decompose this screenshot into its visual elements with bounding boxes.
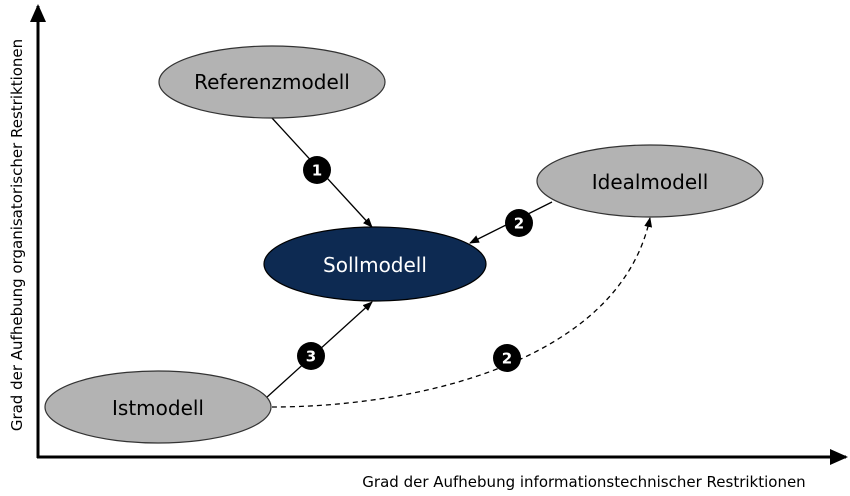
svg-text:2: 2: [502, 350, 512, 368]
idealmodell-ellipse: [536, 144, 764, 218]
sollmodell-label: Sollmodell: [323, 253, 427, 277]
sollmodell-ellipse: [263, 226, 487, 302]
idealmodell-label: Idealmodell: [592, 170, 709, 194]
node-sollmodell: Sollmodell: [263, 226, 487, 302]
svg-text:2: 2: [514, 215, 524, 233]
svg-text:3: 3: [306, 348, 316, 366]
y-axis-label: Grad der Aufhebung organisatorischer Res…: [8, 39, 26, 431]
x-axis-label: Grad der Aufhebung informationstechnisch…: [362, 473, 805, 491]
istmodell-label: Istmodell: [112, 396, 204, 420]
badge-2-ist-ideal: 2: [493, 344, 521, 372]
node-istmodell: Istmodell: [44, 370, 272, 444]
node-idealmodell: Idealmodell: [536, 144, 764, 218]
badge-1: 1: [303, 156, 331, 184]
istmodell-ellipse: [44, 370, 272, 444]
badge-3: 3: [297, 342, 325, 370]
svg-text:1: 1: [312, 162, 322, 180]
badge-2-ideal-soll: 2: [505, 209, 533, 237]
referenzmodell-label: Referenzmodell: [194, 70, 350, 94]
node-referenzmodell: Referenzmodell: [158, 45, 386, 119]
referenzmodell-ellipse: [158, 45, 386, 119]
